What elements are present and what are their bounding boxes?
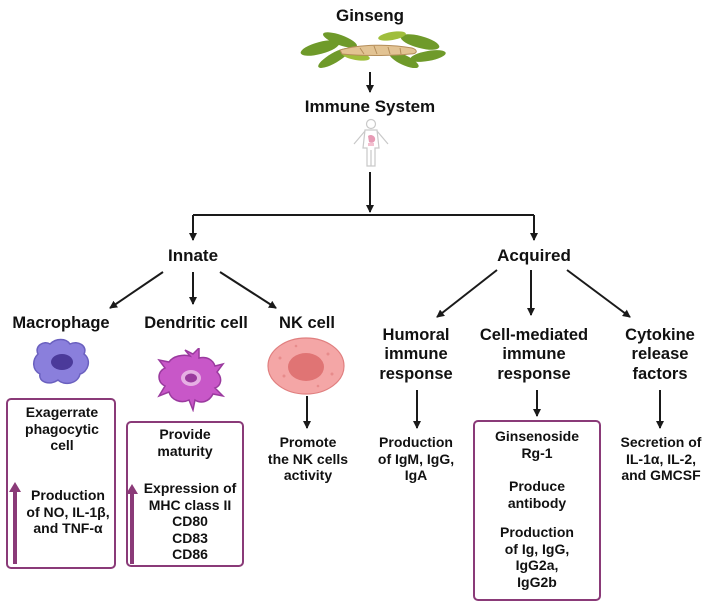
macrophage-label: Macrophage <box>12 314 110 332</box>
cell-mediated-response-label: Cell-mediated immune response <box>479 326 589 383</box>
macrophage-cell-icon <box>33 338 90 385</box>
humoral-outcome-text: Production of IgM, IgG, IgA <box>377 434 455 484</box>
cytokine-release-label: Cytokine release factors <box>625 326 695 383</box>
cytokine-outcome-text: Secretion of IL-1α, IL-2, and GMCSF <box>620 434 702 484</box>
cell-mediated-item-2: Produce antibody <box>507 478 567 511</box>
macrophage-increase-text: Production of NO, IL-1β, and TNF-α <box>26 487 110 537</box>
dendritic-effect-text: Provide maturity <box>157 426 213 459</box>
acquired-label: Acquired <box>497 246 571 265</box>
cell-mediated-item-3: Production of Ig, IgG, IgG2a, IgG2b <box>500 524 574 590</box>
innate-label: Innate <box>167 246 219 265</box>
arrow-to-macrophage <box>109 271 164 309</box>
arrow-to-cytokine <box>566 269 631 318</box>
macrophage-effect-text: Exagerrate phagocytic cell <box>25 404 99 454</box>
cell-mediated-item-1: Ginsenoside Rg-1 <box>494 428 580 461</box>
dendritic-cell-icon <box>157 348 225 412</box>
nk-outcome-text: Promote the NK cells activity <box>267 434 349 484</box>
cell-mediated-effect-box <box>473 420 601 601</box>
human-body-icon <box>353 118 389 167</box>
dendritic-effect-box <box>126 421 244 567</box>
increase-arrow-icon <box>126 484 138 564</box>
arrow-to-nk <box>219 271 277 309</box>
macrophage-effect-box <box>6 398 116 569</box>
nk-cell-icon <box>267 337 345 395</box>
immune-system-label: Immune System <box>304 97 436 116</box>
increase-arrow-icon <box>9 482 21 564</box>
humoral-response-label: Humoral immune response <box>379 326 453 383</box>
ginseng-root-with-leaves-icon <box>300 31 446 68</box>
dendritic-increase-text: Expression of MHC class II CD80 CD83 CD8… <box>143 480 237 563</box>
ginseng-label: Ginseng <box>335 6 404 25</box>
nk-cell-label: NK cell <box>279 314 335 332</box>
arrow-to-humoral <box>436 269 498 318</box>
dendritic-cell-label: Dendritic cell <box>144 314 248 332</box>
